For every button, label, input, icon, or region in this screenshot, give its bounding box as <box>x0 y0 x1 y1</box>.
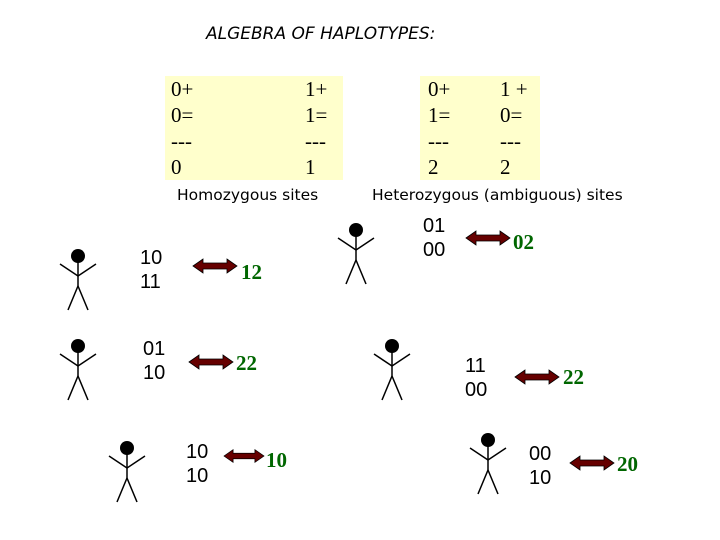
double-arrow-icon <box>188 354 234 370</box>
double-arrow-icon <box>192 258 238 274</box>
sum-line: 0= <box>171 103 194 127</box>
sum-line: --- <box>500 129 521 153</box>
double-arrow-icon <box>514 369 560 385</box>
homozygous-caption: Homozygous sites <box>177 186 319 204</box>
heterozygous-col-b: 1 + 0= --- 2 <box>500 76 528 180</box>
diagram-title: ALGEBRA OF HAPLOTYPES: <box>206 24 436 44</box>
haplotype: 00 <box>423 239 446 261</box>
genotype-value: 20 <box>617 452 638 476</box>
haplotype-pair: 01 10 <box>143 337 165 385</box>
genotype-value: 22 <box>236 351 257 375</box>
sum-line: 0+ <box>171 77 194 101</box>
haplotype: 11 <box>465 355 486 377</box>
sum-line: 1 + <box>500 77 528 101</box>
person-figure <box>373 339 411 401</box>
heterozygous-sum-box: 0+ 1= --- 2 1 + 0= --- 2 <box>420 76 540 180</box>
person-figure <box>108 441 146 503</box>
heterozygous-col-a: 0+ 1= --- 2 <box>428 76 450 180</box>
haplotype: 01 <box>423 215 446 237</box>
double-arrow-icon <box>465 230 511 246</box>
homozygous-col-zero: 0+ 0= --- 0 <box>171 76 193 180</box>
person-figure <box>59 249 97 311</box>
person-figure <box>337 223 375 285</box>
haplotype-pair: 11 00 <box>465 354 487 402</box>
haplotype-pair: 00 10 <box>529 442 551 490</box>
haplotype: 10 <box>186 465 209 487</box>
haplotype-pair: 10 11 <box>140 246 162 294</box>
sum-line: --- <box>428 129 449 153</box>
genotype-value: 22 <box>563 365 584 389</box>
sum-line: 1= <box>305 103 328 127</box>
haplotype-pair: 01 00 <box>423 214 445 262</box>
sum-line: 0 <box>171 155 182 179</box>
sum-line: 1 <box>305 155 316 179</box>
haplotype: 00 <box>529 443 552 465</box>
sum-line: 2 <box>428 155 439 179</box>
genotype-value: 10 <box>266 448 287 472</box>
sum-line: --- <box>305 129 326 153</box>
person-figure <box>59 339 97 401</box>
homozygous-col-one: 1+ 1= --- 1 <box>305 76 327 180</box>
haplotype: 00 <box>465 379 488 401</box>
haplotype: 01 <box>143 338 166 360</box>
haplotype: 10 <box>140 247 163 269</box>
homozygous-sum-box: 0+ 0= --- 0 1+ 1= --- 1 <box>165 76 343 180</box>
sum-line: 2 <box>500 155 511 179</box>
haplotype: 10 <box>529 467 552 489</box>
double-arrow-icon <box>223 448 265 464</box>
heterozygous-caption: Heterozygous (ambiguous) sites <box>372 186 623 204</box>
sum-line: 0= <box>500 103 523 127</box>
haplotype-pair: 10 10 <box>186 440 208 488</box>
haplotype: 10 <box>186 441 209 463</box>
haplotype: 11 <box>140 271 161 293</box>
sum-line: 1+ <box>305 77 328 101</box>
sum-line: 1= <box>428 103 451 127</box>
sum-line: --- <box>171 129 192 153</box>
person-figure <box>469 433 507 495</box>
haplotype: 10 <box>143 362 166 384</box>
genotype-value: 12 <box>241 260 262 284</box>
genotype-value: 02 <box>513 230 534 254</box>
double-arrow-icon <box>569 455 615 471</box>
sum-line: 0+ <box>428 77 451 101</box>
